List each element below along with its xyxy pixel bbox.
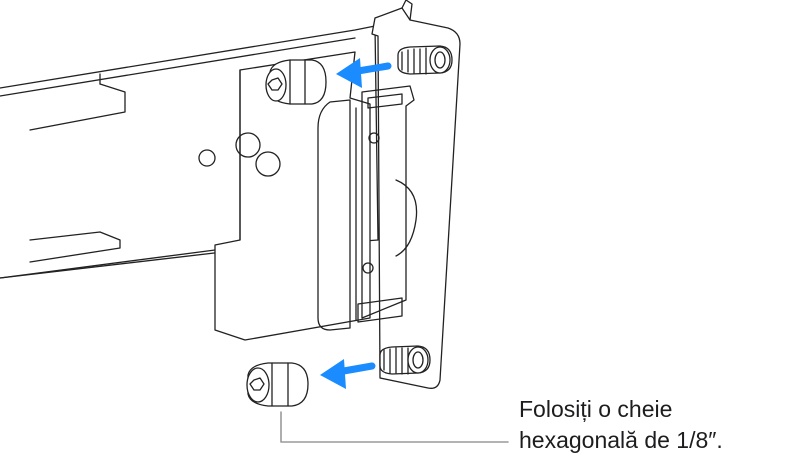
left-arrow-icon [320, 359, 376, 389]
leader-line [280, 411, 509, 443]
bottom-stud-screw [379, 345, 431, 375]
left-arrow-icon [336, 58, 392, 88]
hex-socket-cap-icon [246, 362, 309, 407]
callout-line-2: hexagonală de 1/8″. [519, 427, 723, 453]
callout-line-1: Folosiți o cheie [519, 396, 673, 422]
hex-key-callout: Folosiți o cheie hexagonală de 1/8″. [519, 394, 723, 456]
mounting-bracket [198, 51, 371, 341]
top-stud-screw [397, 45, 453, 75]
hex-socket-cap-icon [265, 59, 327, 105]
front-end-plate [317, 0, 461, 389]
